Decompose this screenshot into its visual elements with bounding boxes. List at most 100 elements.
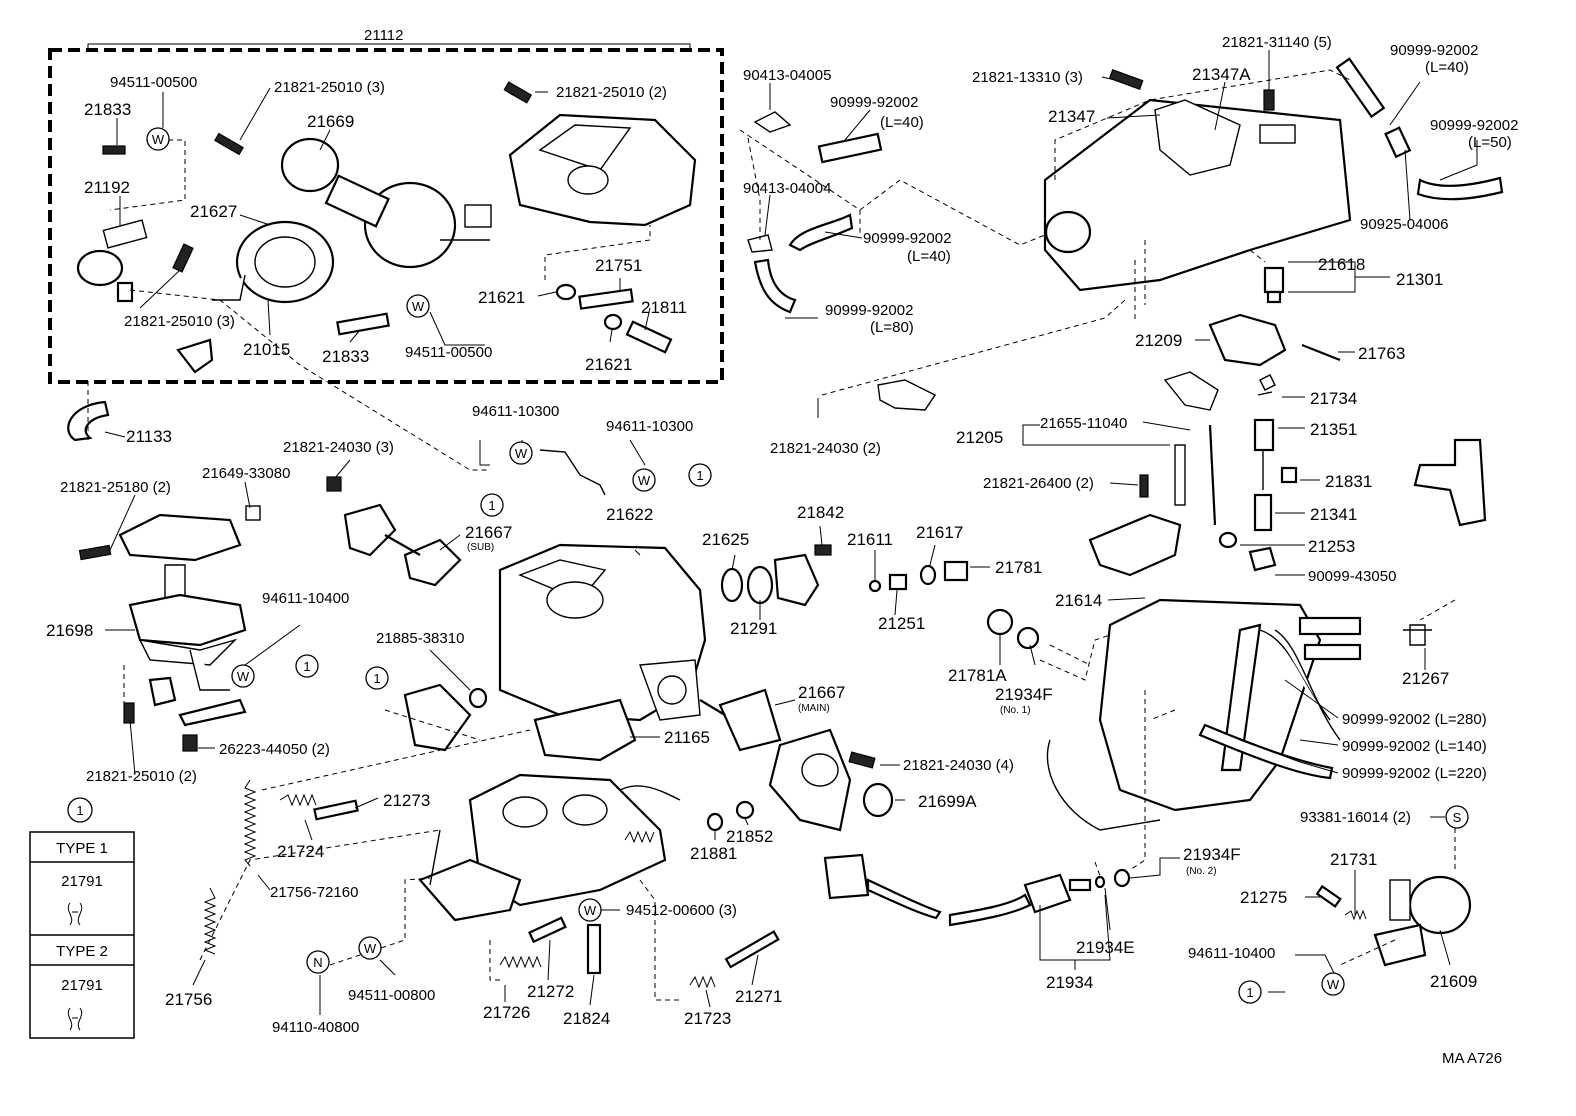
- label-21821-24030-2: 21821-24030 (2): [770, 440, 881, 457]
- part-bracket-21821-24030: [877, 379, 937, 411]
- screw-symbol-s: S: [1445, 805, 1469, 829]
- label-21251: 21251: [878, 614, 925, 633]
- part-intake-upper: [1043, 57, 1504, 292]
- label-21625: 21625: [702, 530, 749, 549]
- label-90999-92002-220: 90999-92002 (L=220): [1342, 765, 1487, 782]
- svg-text:1: 1: [1246, 985, 1253, 1000]
- legend-ring-2: [67, 1007, 83, 1031]
- label-21621b: 21621: [585, 355, 632, 374]
- label-21698: 21698: [46, 621, 93, 640]
- label-21275: 21275: [1240, 888, 1287, 907]
- legend-type1-part: 21791: [61, 873, 103, 890]
- part-21781: [943, 560, 969, 582]
- label-94511-00500: 94511-00500: [110, 74, 197, 91]
- svg-text:1: 1: [373, 671, 380, 686]
- label-21015: 21015: [243, 340, 290, 359]
- label-21934F-no2: 21934F: [1183, 845, 1241, 864]
- label-21734: 21734: [1310, 389, 1357, 408]
- label-90999-92002-a-len: (L=40): [880, 114, 924, 131]
- label-94611-10400-a: 94611-10400: [262, 590, 349, 607]
- label-21273: 21273: [383, 791, 430, 810]
- label-21881: 21881: [690, 844, 737, 863]
- label-21821-25010-2: 21821-25010 (2): [556, 84, 667, 101]
- ref-symbol-1: 1: [480, 493, 504, 517]
- label-21756: 21756: [165, 990, 212, 1009]
- label-21271: 21271: [735, 987, 782, 1006]
- legend-ring-1: [67, 902, 83, 926]
- part-21934-cable: [823, 853, 1131, 927]
- label-90999-92002-b-len: (L=40): [907, 248, 951, 265]
- label-21621: 21621: [478, 288, 525, 307]
- part-21301: [1263, 266, 1285, 304]
- label-21821-25010-2b: 21821-25010 (2): [86, 768, 197, 785]
- nut-symbol-n: N: [306, 950, 330, 974]
- svg-text:1: 1: [303, 659, 310, 674]
- label-94611-10300-a: 94611-10300: [472, 403, 559, 420]
- svg-text:N: N: [313, 955, 322, 970]
- part-21192: [76, 219, 148, 303]
- label-21267: 21267: [1402, 669, 1449, 688]
- part-21165: [533, 698, 637, 762]
- part-21625: [720, 567, 744, 603]
- label-21821-25010-3b: 21821-25010 (3): [124, 313, 235, 330]
- label-21609: 21609: [1430, 972, 1477, 991]
- part-springs: [203, 779, 780, 989]
- label-21667-sub-note: (SUB): [467, 542, 494, 553]
- label-21824: 21824: [563, 1009, 610, 1028]
- label-21781A: 21781A: [948, 666, 1007, 685]
- label-21655-11040: 21655-11040: [1040, 415, 1127, 432]
- part-fuel-line: [539, 449, 606, 496]
- part-gasket-plate: [773, 553, 820, 607]
- label-21821-26400: 21821-26400 (2): [983, 475, 1094, 492]
- label-21617: 21617: [916, 523, 963, 542]
- label-90999-92002-d-len: (L=40): [1425, 59, 1469, 76]
- ref-symbol-1: 1: [688, 463, 712, 487]
- diagram-code: MA A726: [1442, 1050, 1502, 1067]
- label-93381-16014: 93381-16014 (2): [1300, 809, 1411, 826]
- legend: 1 TYPE 1 21791 TYPE 2 21791: [29, 797, 135, 1039]
- label-21649-33080: 21649-33080: [202, 465, 290, 482]
- ref-symbol-1: 1: [365, 666, 389, 690]
- part-21667-sub: [326, 476, 462, 587]
- label-21821-13310: 21821-13310 (3): [972, 69, 1083, 86]
- part-air-horn: [508, 113, 697, 227]
- label-21821-31140: 21821-31140 (5): [1222, 34, 1332, 51]
- svg-text:W: W: [237, 669, 250, 684]
- label-21781: 21781: [995, 558, 1042, 577]
- label-21934F-no1-note: (No. 1): [1000, 705, 1031, 716]
- svg-text:W: W: [364, 941, 377, 956]
- ref-symbol-1: 1: [1238, 980, 1262, 1004]
- part-21622-body: [498, 543, 707, 722]
- part-21781A: [986, 608, 1014, 636]
- leader-lines: [104, 50, 1478, 1015]
- label-21253: 21253: [1308, 537, 1355, 556]
- label-21341: 21341: [1310, 505, 1357, 524]
- label-21821-24030-4: 21821-24030 (4): [903, 757, 1014, 774]
- svg-text:S: S: [1453, 810, 1462, 825]
- label-94611-10400-b: 94611-10400: [1188, 945, 1275, 962]
- legend-type2: TYPE 2: [56, 943, 108, 960]
- label-21669: 21669: [307, 112, 354, 131]
- svg-text:W: W: [412, 299, 425, 314]
- label-21831: 21831: [1325, 472, 1372, 491]
- label-21821-25180: 21821-25180 (2): [60, 479, 171, 496]
- label-90413-04004: 90413-04004: [743, 180, 831, 197]
- label-21852: 21852: [726, 827, 773, 846]
- label-21763: 21763: [1358, 344, 1405, 363]
- label-21301: 21301: [1396, 270, 1443, 289]
- label-94511-00500b: 94511-00500: [405, 344, 492, 361]
- washer-symbol-w: W: [509, 441, 533, 465]
- label-21726: 21726: [483, 1003, 530, 1022]
- label-21112: 21112: [364, 27, 404, 44]
- part-labels: 21112 94511-00500 21833 21821-25010 (3) …: [46, 27, 1518, 1067]
- label-21842: 21842: [797, 503, 844, 522]
- label-21934: 21934: [1046, 973, 1093, 992]
- label-21751: 21751: [595, 256, 642, 275]
- label-21614: 21614: [1055, 591, 1102, 610]
- part-21609: [1315, 875, 1472, 967]
- legend-type1: TYPE 1: [56, 840, 108, 857]
- svg-text:W: W: [515, 446, 528, 461]
- part-21934F-no1: [1016, 626, 1040, 650]
- part-21015-bracket: [176, 338, 214, 374]
- label-21756-72160: 21756-72160: [270, 884, 358, 901]
